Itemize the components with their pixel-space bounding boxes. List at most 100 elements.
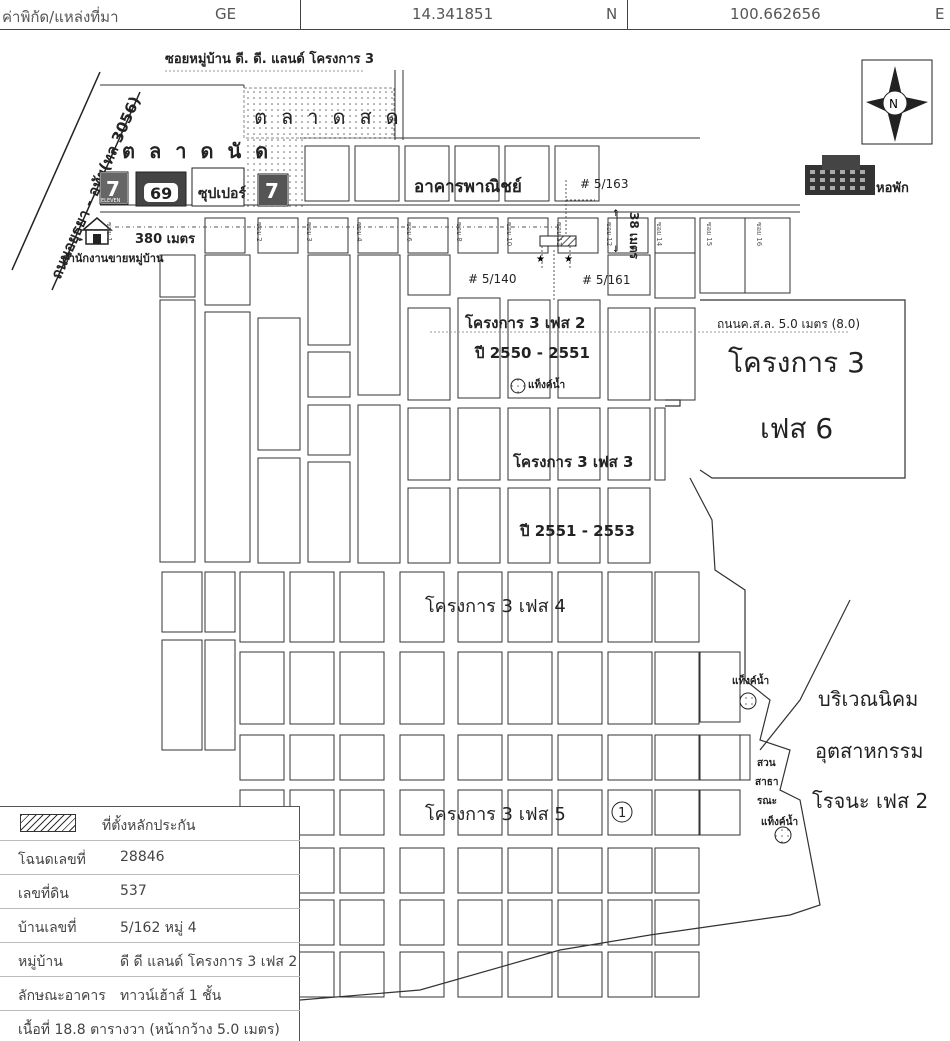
house-block — [161, 639, 203, 751]
dorm-window — [840, 170, 845, 174]
land-row: เลขที่ดิน 537 — [0, 875, 300, 909]
house-5-161-label: # 5/161 — [582, 273, 630, 287]
svg-text:N: N — [889, 97, 898, 111]
property-info-panel: ที่ตั้งหลักประกัน โฉนดเลขที่ 28846 เลขที… — [0, 806, 300, 1041]
house-block — [407, 217, 449, 254]
soi-label: ซอย 2 — [255, 222, 263, 242]
deed-row: โฉนดเลขที่ 28846 — [0, 841, 300, 875]
house-block — [354, 145, 400, 202]
divider — [627, 0, 628, 30]
latitude-value: 14.341851 — [412, 5, 494, 23]
industrial-label-3: โรจนะ เฟส 2 — [812, 789, 928, 813]
house-block — [507, 951, 553, 998]
collateral-hatch-swatch — [20, 814, 76, 832]
house-block — [399, 899, 445, 946]
soi-label: ซอย 15 — [705, 222, 713, 246]
phase3-year: ปี 2551 - 2553 — [519, 522, 635, 540]
dorm-window — [860, 186, 865, 190]
house-block — [557, 734, 603, 781]
dorm-window — [830, 186, 835, 190]
house-block — [454, 145, 500, 202]
village-value: ดี ดี แลนด์ โครงการ 3 เฟส 2 — [120, 954, 298, 970]
soi-label: ซอย 8 — [455, 222, 463, 242]
open-market-label: ตลาดนัด — [122, 139, 282, 163]
park-label-2: สาธา — [755, 777, 778, 788]
soi-label: ซอย 1 — [105, 222, 113, 242]
svg-text:★: ★ — [564, 254, 573, 265]
location-map: ถนนอยุธยา - อุทัย(ทล 3056) ซอยหมู่บ้าน ด… — [11, 50, 933, 1001]
sales-office-label: สำนักงานขายหมู่บ้าน — [62, 252, 164, 266]
phase4-label: โครงการ 3 เฟส 4 — [425, 595, 566, 617]
house-block — [557, 487, 601, 564]
house-block — [307, 461, 351, 563]
source-label: ค่าพิกัด/แหล่งที่มา — [2, 8, 119, 26]
park-label-3: รณะ — [757, 796, 777, 807]
house-block — [204, 571, 236, 633]
house-block — [457, 734, 503, 781]
house-block — [357, 254, 401, 396]
industrial-boundary — [299, 477, 851, 1001]
soi-label: ซอย 10 — [505, 222, 513, 246]
house-block — [557, 651, 603, 725]
fresh-market-label: ตลาดสด — [254, 105, 413, 129]
house-block — [507, 487, 551, 564]
dorm-window — [840, 186, 845, 190]
house-block — [239, 734, 285, 781]
area-row: เนื้อที่ 18.8 ตารางวา (หน้ากว้าง 5.0 เมต… — [0, 1011, 300, 1041]
building-key: ลักษณะอาคาร — [18, 988, 106, 1004]
subject-property: ★ ★ — [536, 180, 595, 300]
phase2-label: โครงการ 3 เฟส 2 — [464, 313, 585, 332]
latitude-direction: N — [606, 5, 618, 23]
house-block — [607, 847, 653, 894]
house-block — [289, 571, 335, 643]
house-block — [407, 407, 451, 481]
house-block — [739, 734, 751, 781]
house-block — [607, 217, 649, 254]
seven-eleven-store: 7 ELEVEN — [99, 171, 129, 205]
house-block — [399, 951, 445, 998]
house-block — [507, 407, 551, 481]
soi-label: ซอย 6 — [405, 222, 413, 242]
phase5-marker: 1 — [611, 801, 633, 823]
soi-label: ซอย 14 — [655, 222, 663, 247]
house-key: บ้านเลขที่ — [18, 920, 77, 936]
distance-38-label: 38 เมตร — [627, 212, 641, 260]
house-block — [407, 487, 451, 564]
house-block — [399, 651, 445, 725]
dorm-window — [820, 170, 825, 174]
house-block — [507, 651, 553, 725]
house-block — [554, 145, 600, 202]
house-block — [159, 299, 196, 563]
village-row: หมู่บ้าน ดี ดี แลนด์ โครงการ 3 เฟส 2 — [0, 943, 300, 977]
house-block — [507, 847, 553, 894]
house-block — [239, 651, 285, 725]
house-block — [607, 734, 653, 781]
house-block — [557, 407, 601, 481]
road-width-label: ถนนค.ส.ล. 5.0 เมตร (8.0) — [717, 317, 860, 331]
house-block — [357, 217, 399, 254]
phase3-label: โครงการ 3 เฟส 3 — [512, 452, 633, 471]
soi-label: ซอย 16 — [755, 222, 763, 247]
commercial-building-label: อาคารพาณิชย์ — [414, 176, 522, 197]
distance-38-arrow: ↑ ↓ — [612, 209, 620, 255]
house-block — [204, 639, 236, 751]
house-row: บ้านเลขที่ 5/162 หมู่ 4 — [0, 909, 300, 943]
house-block — [404, 145, 450, 202]
water-tank-icon — [739, 692, 757, 710]
house-block — [239, 571, 285, 643]
dorm-window — [840, 178, 845, 182]
house-block — [744, 217, 791, 294]
distance-380: 380 เมตร — [135, 232, 195, 247]
deed-key: โฉนดเลขที่ — [18, 852, 86, 868]
industrial-label-2: อุตสาหกรรม — [815, 739, 923, 764]
industrial-label-1: บริเวณนิคม — [818, 687, 918, 711]
house-block — [507, 299, 551, 399]
house-block — [654, 217, 696, 299]
house-block — [557, 789, 603, 836]
house-block — [607, 487, 651, 564]
water-tank-icon — [510, 378, 526, 394]
phase2-year: ปี 2550 - 2551 — [474, 344, 590, 362]
sales-office-icon — [80, 217, 114, 245]
water-tank-label: แท็งค์น้ำ — [732, 673, 769, 687]
soi-label: ซอย 3 — [305, 222, 313, 242]
